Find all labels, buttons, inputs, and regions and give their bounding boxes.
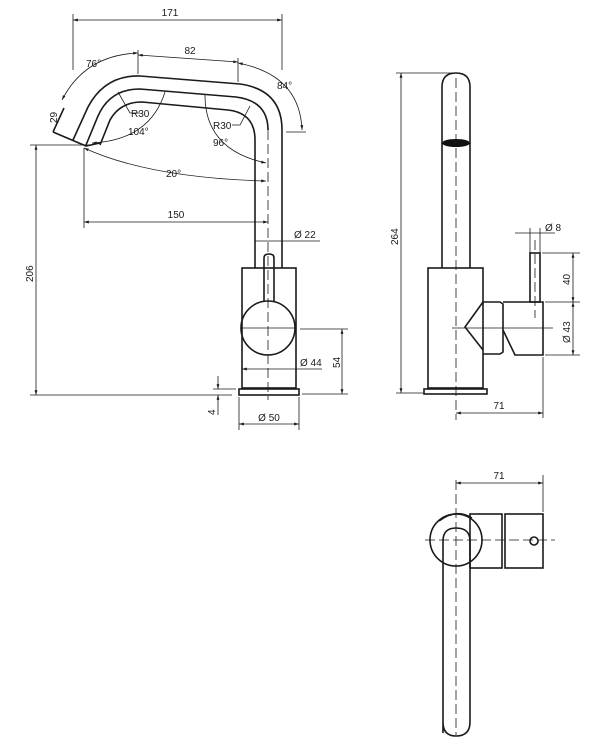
dim-29: 29 — [49, 111, 60, 123]
dim-40: 40 — [562, 273, 573, 285]
dim-diameter-8: Ø 8 — [545, 223, 562, 234]
front-dimensions: 171 82 76° 84° 29 R30 R30 104° 96° 20° 1… — [25, 8, 348, 430]
radius-left: R30 — [131, 109, 150, 120]
dim-171: 171 — [162, 8, 179, 19]
dim-diameter-43: Ø 43 — [562, 321, 573, 343]
dim-150: 150 — [168, 210, 185, 221]
side-view: 264 Ø 8 40 Ø 43 71 — [390, 72, 580, 420]
dim-71-top: 71 — [493, 471, 505, 482]
dim-82: 82 — [184, 46, 196, 57]
radius-right: R30 — [213, 121, 232, 132]
front-view: 171 82 76° 84° 29 R30 R30 104° 96° 20° 1… — [25, 8, 348, 430]
dim-4: 4 — [207, 409, 218, 415]
dim-71-side: 71 — [493, 401, 505, 412]
dim-diameter-22: Ø 22 — [294, 230, 316, 241]
dim-diameter-50: Ø 50 — [258, 413, 280, 424]
dim-206: 206 — [25, 265, 36, 282]
top-view: 71 — [425, 471, 555, 737]
angle-20: 20° — [166, 169, 181, 180]
side-dimensions: 264 Ø 8 40 Ø 43 71 — [390, 72, 580, 418]
dim-264: 264 — [390, 228, 401, 245]
angle-104: 104° — [128, 127, 149, 138]
spout-tube — [441, 72, 471, 268]
dim-54: 54 — [332, 356, 343, 368]
angle-84: 84° — [277, 81, 292, 92]
angle-96: 96° — [213, 138, 228, 149]
dim-diameter-44: Ø 44 — [300, 358, 322, 369]
angle-76: 76° — [86, 59, 101, 70]
spout — [52, 75, 283, 400]
body — [238, 253, 300, 396]
